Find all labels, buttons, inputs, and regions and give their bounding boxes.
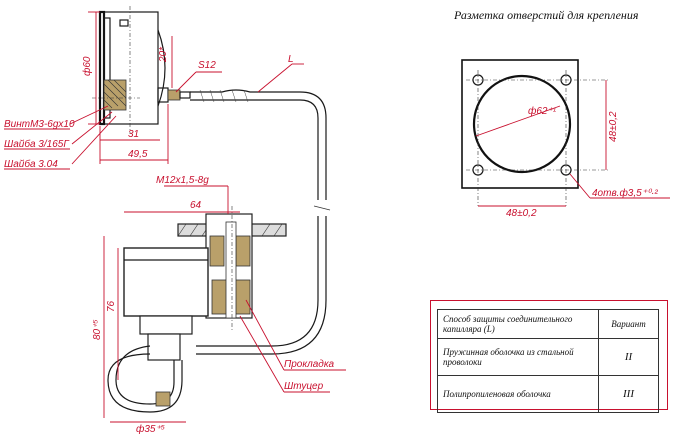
sensor-dimensions: M12x1,5-8g 64 80⁺⁵ 76 ф35⁺⁵ Прокладка Шт… xyxy=(92,175,346,435)
variants-table-frame: Способ защиты соединительного капилляра … xyxy=(430,300,668,413)
dim-31-label: 31 xyxy=(128,129,139,140)
width-dim-label: 48±0,2 xyxy=(506,208,537,219)
table-cell-method: Полипропиленовая оболочка xyxy=(437,375,599,413)
capillary-L-label: L xyxy=(288,54,294,65)
sensor-diameter-label: ф35⁺⁵ xyxy=(136,423,165,435)
sensor-height80-label: 80⁺⁵ xyxy=(92,319,103,340)
table-cell-variant: II xyxy=(598,338,659,376)
variants-table: Способ защиты соединительного капилляра … xyxy=(437,309,659,413)
gasket-label: Прокладка xyxy=(284,359,335,370)
dim-49-5-label: 49,5 xyxy=(128,149,148,160)
gauge-body xyxy=(92,6,191,134)
screw-label: ВинтМ3-6gx10 xyxy=(4,119,75,130)
sensor-height76-label: 76 xyxy=(106,300,117,312)
gauge-thread-label: S12 xyxy=(198,60,216,71)
sensor-width-label: 64 xyxy=(190,200,202,211)
hole-circle-label: ф62⁺¹ xyxy=(528,105,557,117)
sensor-thread-label: M12x1,5-8g xyxy=(156,175,209,186)
sensor-body xyxy=(107,206,287,413)
table-row: Пружинная оболочка из стальной проволоки… xyxy=(437,338,659,376)
gauge-dimensions: ф60 20* S12 31 49,5 ВинтМ3-6gx10 Шайба 3… xyxy=(4,11,222,170)
table-cell-method: Пружинная оболочка из стальной проволоки xyxy=(437,338,599,376)
table-cell-variant: III xyxy=(598,375,659,413)
table-header-method: Способ защиты соединительного капилляра … xyxy=(437,309,599,339)
mounting-title: Разметка отверстий для крепления xyxy=(454,8,639,22)
gauge-height-label: 20* xyxy=(158,46,169,63)
gauge-diameter-label: ф60 xyxy=(81,56,93,76)
holes-label: 4отв.ф3,5⁺⁰·² xyxy=(592,187,658,199)
washer1-label: Шайба 3/165Г xyxy=(4,138,70,150)
washer2-label: Шайба 3.04 xyxy=(4,158,58,170)
fitting-label: Штуцер xyxy=(284,381,324,392)
mounting-template: ф62⁺¹ 48±0,2 48±0,2 4отв.ф3,5⁺⁰·² xyxy=(461,59,670,219)
table-header-row: Способ защиты соединительного капилляра … xyxy=(437,309,659,339)
table-header-variant: Вариант xyxy=(598,309,659,339)
table-row: Полипропиленовая оболочка III xyxy=(437,375,659,413)
height-dim-label: 48±0,2 xyxy=(608,111,619,142)
capillary-tube: L xyxy=(190,54,331,355)
